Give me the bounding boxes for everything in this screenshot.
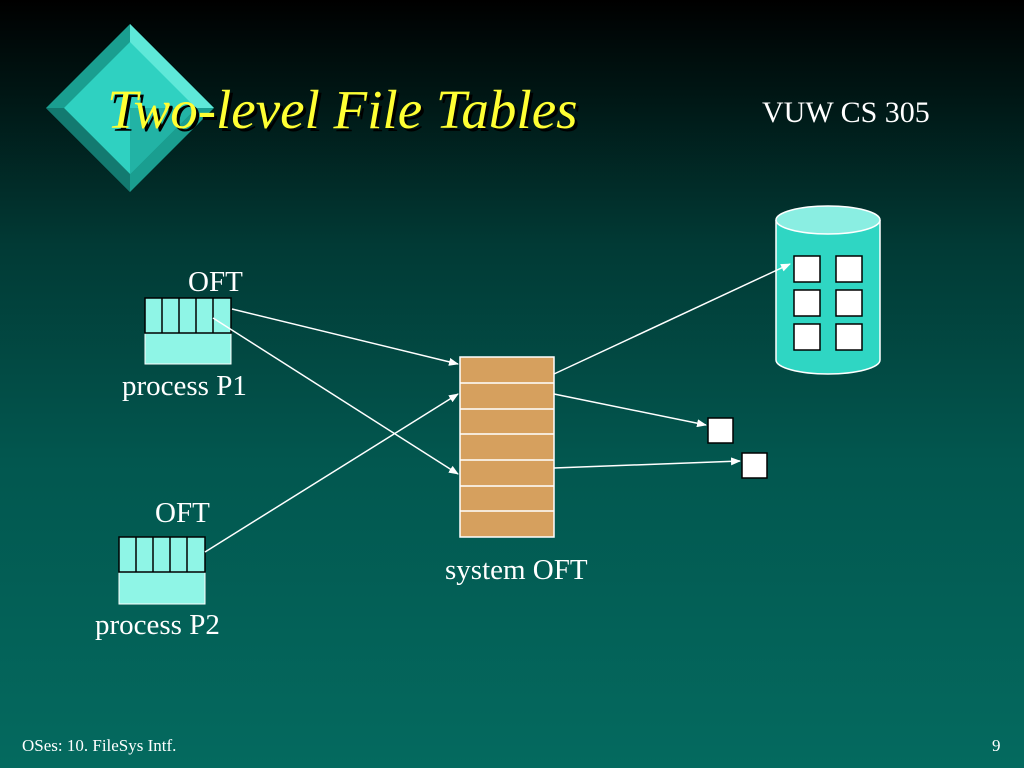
system-oft-table — [459, 356, 555, 538]
file-box — [741, 452, 768, 479]
disk-cylinder — [775, 205, 881, 375]
arrow-system-to-file — [553, 457, 741, 469]
arrow-p2-to-system — [204, 393, 459, 553]
disk-block — [793, 323, 821, 351]
file-box — [707, 417, 734, 444]
process-p2-label: process P2 — [95, 609, 220, 641]
oft-table-p2 — [118, 536, 206, 605]
diamond-logo — [46, 24, 214, 192]
arrow-p1-to-system — [231, 308, 459, 366]
arrow-p1-to-system — [212, 317, 459, 475]
slide-title: Two-level File Tables — [107, 79, 578, 140]
disk-block — [793, 255, 821, 283]
oft-label-p1: OFT — [188, 266, 243, 298]
disk-block — [835, 289, 863, 317]
arrows — [204, 263, 791, 553]
disk-block — [793, 289, 821, 317]
footer-course-section: OSes: 10. FileSys Intf. — [22, 736, 177, 755]
disk-block — [835, 255, 863, 283]
page-number: 9 — [992, 736, 1001, 755]
course-label: VUW CS 305 — [762, 96, 930, 129]
disk-block — [835, 323, 863, 351]
arrow-system-to-disk — [553, 263, 791, 375]
process-p1-label: process P1 — [122, 370, 247, 402]
arrow-system-to-file — [553, 393, 707, 428]
system-oft-label: system OFT — [445, 554, 588, 586]
oft-label-p2: OFT — [155, 497, 210, 529]
oft-table-p1 — [144, 297, 232, 365]
